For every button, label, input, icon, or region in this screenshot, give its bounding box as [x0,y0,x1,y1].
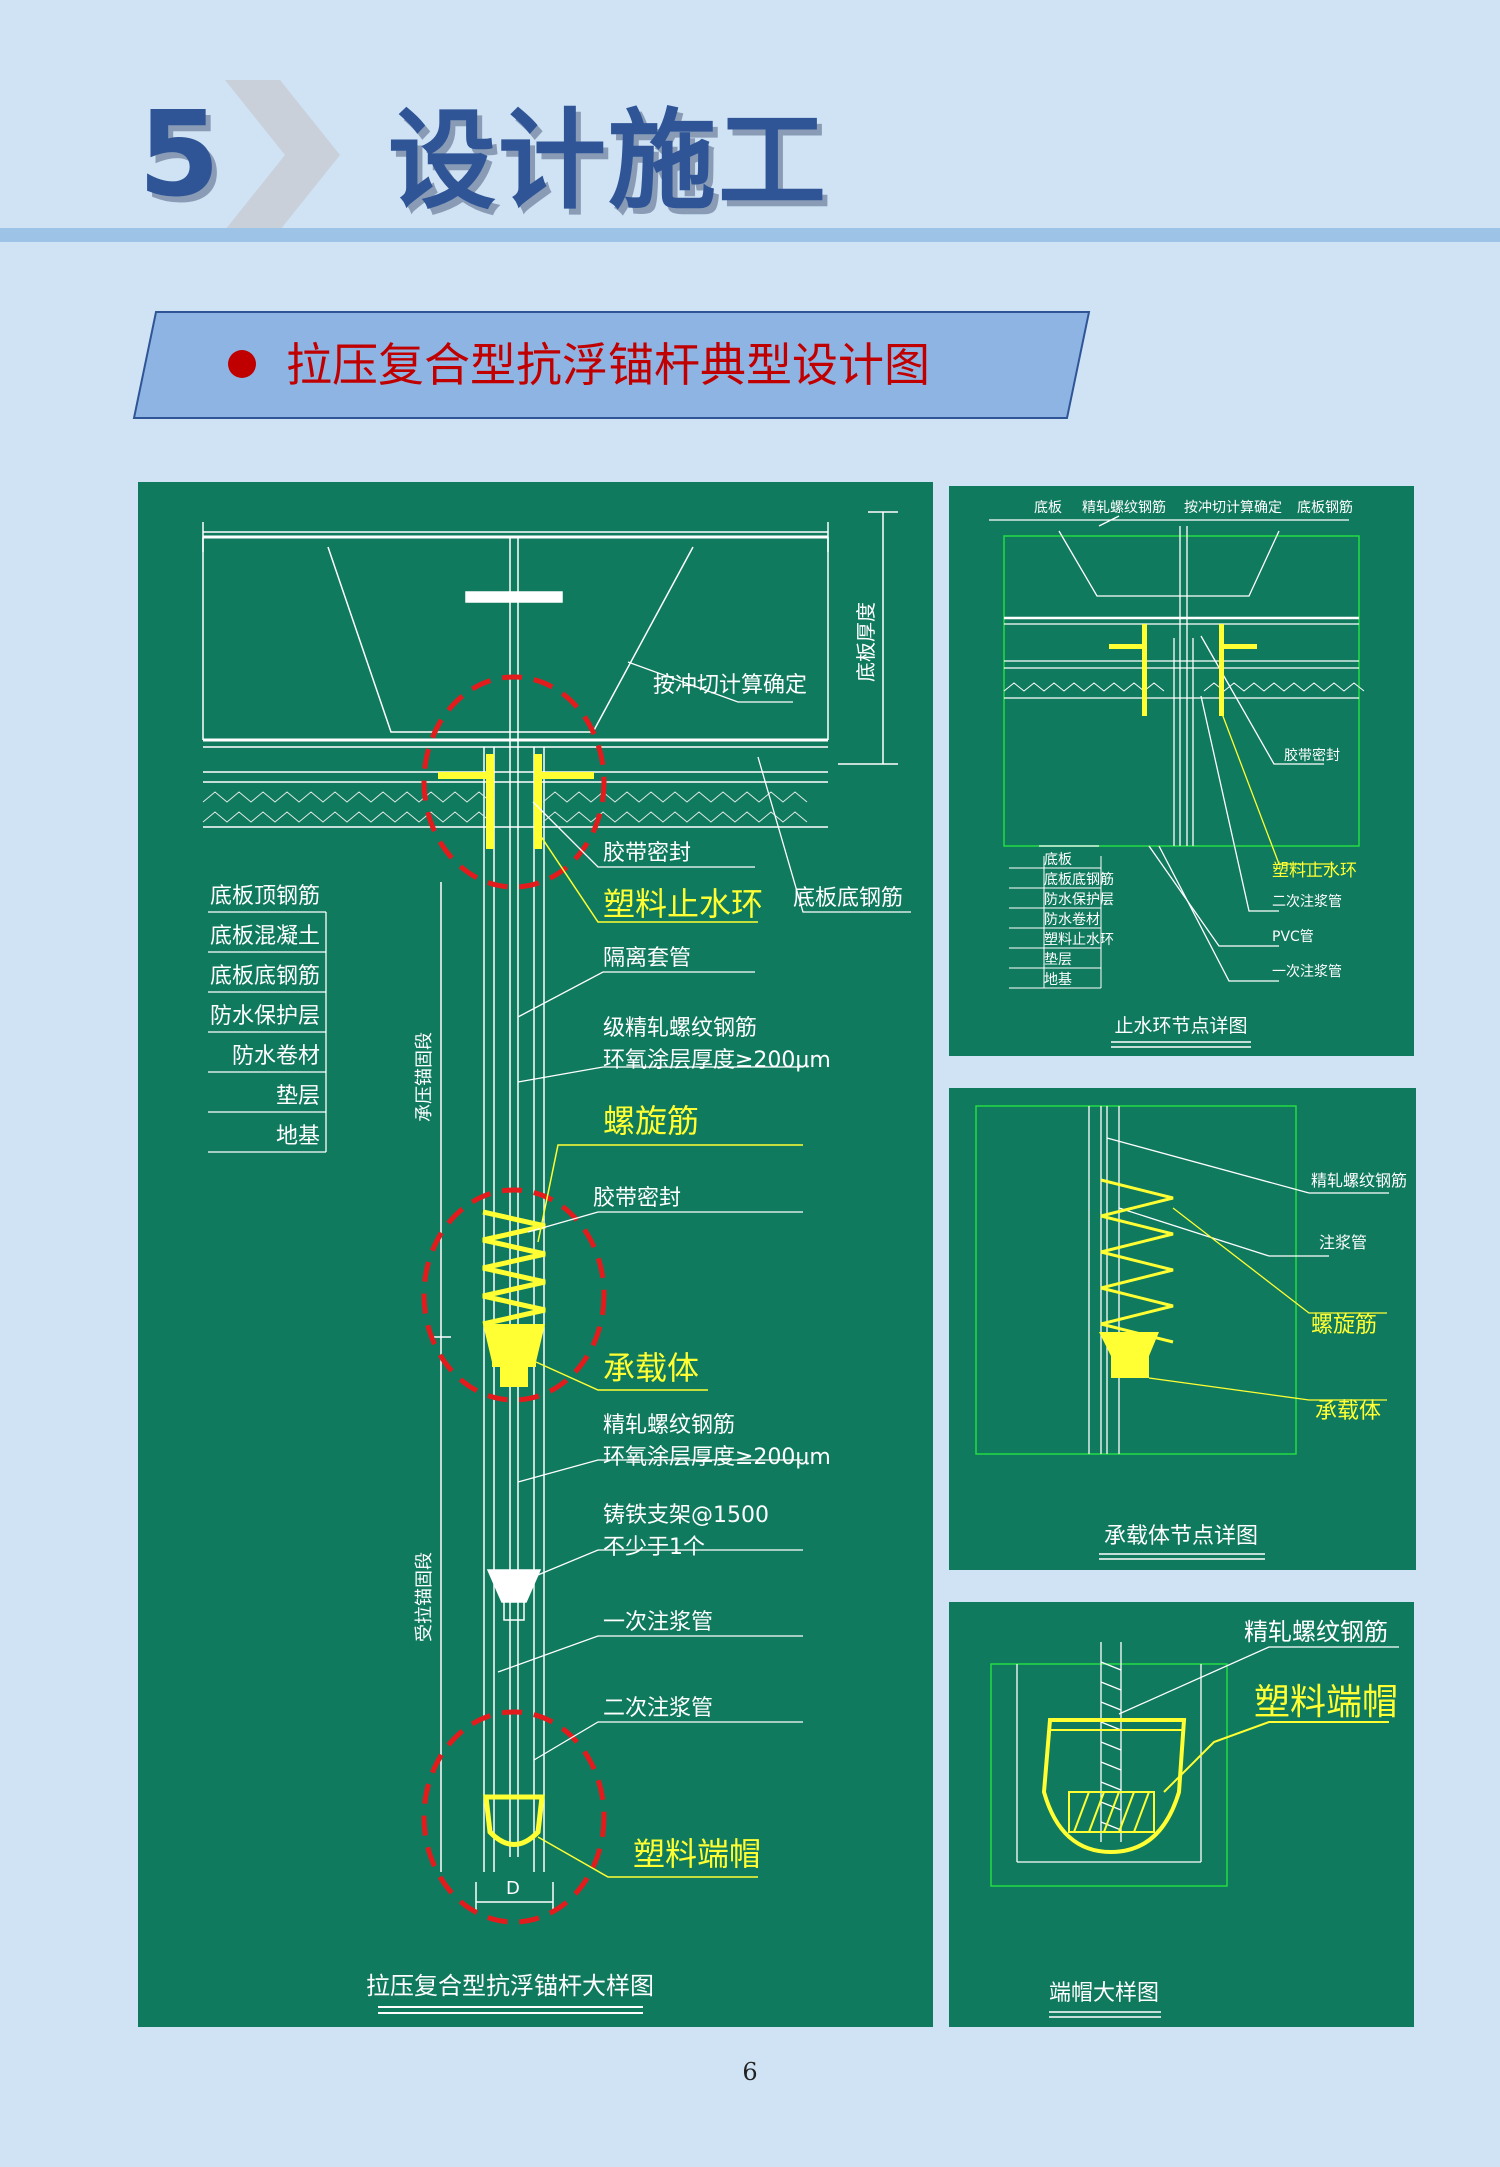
slab-bottom-rebar-label: 底板底钢筋 [793,886,903,911]
tape-seal-top-label: 胶带密封 [603,841,691,866]
chapter-number: 5 [138,85,221,223]
anchor-drawing: 按冲切计算确定 胶带密封 底板底钢筋 隔离套管 级精轧螺纹钢筋 环氧涂层厚度≥2… [202,511,911,2014]
endcap-detail-panel: 精轧螺纹钢筋 塑料端帽 端帽大样图 [949,1602,1414,2027]
epoxy-2-label: 环氧涂层厚度≥200μm [603,1445,831,1470]
bearing-detail-drawing: 精轧螺纹钢筋 注浆管 螺旋筋 承载体 承载体节点详图 [975,1105,1407,1560]
bd-label-bearing: 承载体 [1315,1399,1381,1424]
main-drawing-panel: 按冲切计算确定 胶带密封 底板底钢筋 隔离套管 级精轧螺纹钢筋 环氧涂层厚度≥2… [138,482,933,2027]
bearing-label: 承载体 [603,1349,699,1387]
rebar-grade-label: 级精轧螺纹钢筋 [603,1016,757,1041]
slab-thickness-label: 底板厚度 [854,602,878,682]
wsd-left-label-5: 塑料止水环 [1044,932,1114,948]
rebar-2-label: 精轧螺纹钢筋 [603,1413,735,1438]
bullet-icon [228,350,256,378]
main-caption: 拉压复合型抗浮锚杆大样图 [366,1972,654,2000]
layer-label-4: 防水保护层 [210,1004,320,1029]
ec-label-rebar: 精轧螺纹钢筋 [1244,1618,1388,1646]
chapter-title: 设计施工 [388,99,829,224]
waterstop-caption: 止水环节点详图 [1114,1015,1247,1037]
end-cap [483,1794,545,1847]
compression-section-label: 承压锚固段 [414,1032,435,1122]
wsd-left-label-4: 防水卷材 [1044,912,1100,928]
wsd-left-label-7: 地基 [1044,971,1072,988]
wsd-top-label-2: 精轧螺纹钢筋 [1082,499,1166,516]
wsd-top-label-4: 底板钢筋 [1297,499,1353,516]
bracket-label: 铸铁支架@1500 [603,1503,769,1528]
waterstop-detail-drawing: 底板 精轧螺纹钢筋 按冲切计算确定 底板钢筋 底板 底板底钢筋 防水保护层 防水… [989,499,1365,1048]
bearing-caption: 承载体节点详图 [1104,1524,1258,1549]
layer-label-5: 防水卷材 [232,1044,320,1069]
layer-label-6: 垫层 [276,1084,320,1109]
ec-label-endcap: 塑料端帽 [1254,1682,1398,1723]
sleeve-label: 隔离套管 [603,946,691,971]
wsd-top-label-1: 底板 [1034,500,1062,516]
spiral-label: 螺旋筋 [603,1102,699,1140]
section-banner [132,311,1091,419]
wsd-right-label-2: 塑料止水环 [1272,861,1357,881]
endcap-detail-drawing: 精轧螺纹钢筋 塑料端帽 端帽大样图 [990,1618,1399,2018]
grout-2-label: 二次注浆管 [603,1696,713,1721]
bracket-min-label: 不少于1个 [603,1535,705,1560]
wsd-top-label-3: 按冲切计算确定 [1184,500,1282,516]
wsd-right-label-3: 二次注浆管 [1272,894,1342,910]
punch-label: 按冲切计算确定 [653,673,807,698]
end-cap-label: 塑料端帽 [633,1835,761,1873]
header-divider [0,228,1500,242]
wsd-right-label-4: PVC管 [1272,929,1314,945]
wsd-right-label-1: 胶带密封 [1284,747,1340,764]
bd-label-grout: 注浆管 [1319,1233,1367,1252]
tape-seal-mid-label: 胶带密封 [593,1186,681,1211]
layer-label-2: 底板混凝土 [210,924,320,949]
diameter-label: D [506,1878,520,1899]
chevron-icon [225,80,340,230]
wsd-left-label-2: 底板底钢筋 [1044,871,1114,888]
tension-section-label: 受拉锚固段 [414,1552,435,1642]
wsd-left-label-1: 底板 [1044,852,1072,868]
wsd-left-label-6: 垫层 [1044,952,1072,968]
bearing-body [483,1324,545,1367]
section-title: 拉压复合型抗浮锚杆典型设计图 [286,338,930,392]
water-stop-label: 塑料止水环 [603,885,763,923]
bd-label-rebar: 精轧螺纹钢筋 [1311,1171,1407,1190]
epoxy-1-label: 环氧涂层厚度≥200μm [603,1048,831,1073]
page-number: 6 [742,2058,758,2086]
waterstop-detail-panel: 底板 精轧螺纹钢筋 按冲切计算确定 底板钢筋 底板 底板底钢筋 防水保护层 防水… [949,486,1414,1056]
bearing-detail-panel: 精轧螺纹钢筋 注浆管 螺旋筋 承载体 承载体节点详图 [949,1088,1416,1570]
wsd-left-label-3: 防水保护层 [1044,892,1114,908]
layer-label-7: 地基 [276,1124,320,1149]
wsd-right-label-5: 一次注浆管 [1272,964,1342,980]
grout-1-label: 一次注浆管 [603,1610,713,1635]
layer-label-3: 底板底钢筋 [210,964,320,989]
endcap-caption: 端帽大样图 [1049,1981,1159,2006]
bd-label-spiral: 螺旋筋 [1311,1313,1377,1338]
layer-label-1: 底板顶钢筋 [210,884,320,909]
